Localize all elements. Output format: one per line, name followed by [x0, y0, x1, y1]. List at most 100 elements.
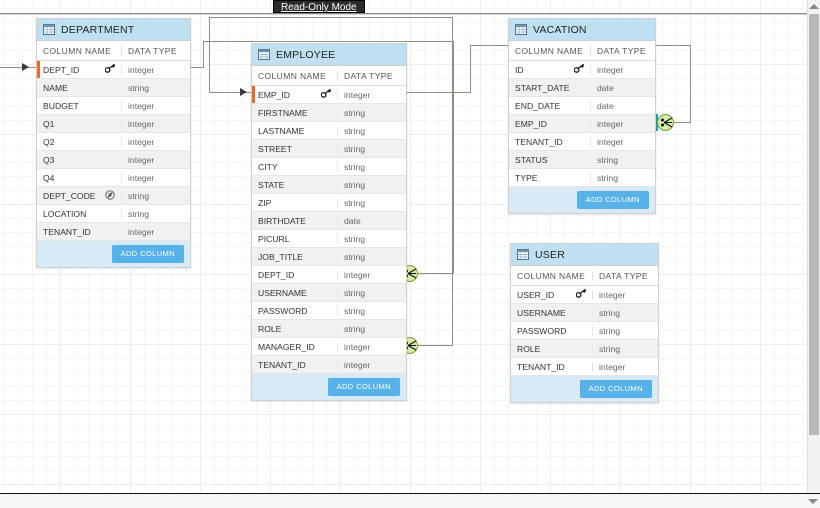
add-column-button[interactable]: ADD COLUMN: [111, 245, 184, 263]
column-name-text: TENANT_ID: [43, 226, 91, 237]
column-type-cell: integer: [592, 361, 658, 372]
column-name-text: STREET: [258, 143, 292, 154]
column-type-cell: string: [337, 233, 406, 244]
table-title-bar[interactable]: DEPARTMENT: [37, 19, 190, 41]
table-column-row[interactable]: STREET string: [252, 140, 406, 158]
column-type-cell: integer: [337, 341, 406, 352]
table-title-bar[interactable]: VACATION: [509, 19, 655, 41]
column-type-cell: string: [337, 143, 406, 154]
column-type-cell: date: [337, 215, 406, 226]
column-name-text: DEPT_ID: [43, 64, 80, 75]
wire-emp-dept-h1: [417, 273, 454, 275]
endpoint-tick-vacation-empid: [655, 114, 658, 131]
wire-emp-dept-h2: [203, 41, 454, 43]
column-name-cell: USER_ID: [511, 288, 592, 300]
column-name-text: USER_ID: [517, 289, 555, 300]
scroll-up-arrow-icon[interactable]: [809, 4, 819, 9]
column-name-cell: ID: [509, 63, 590, 75]
scroll-down-arrow-icon[interactable]: [808, 499, 818, 504]
key-icon: [104, 63, 115, 75]
add-column-button[interactable]: ADD COLUMN: [579, 380, 652, 398]
column-name-cell: USERNAME: [252, 288, 337, 298]
table-grid-icon: [258, 49, 270, 60]
column-name-text: PASSWORD: [517, 325, 567, 336]
column-name-cell: TENANT_ID: [252, 360, 337, 370]
column-type-cell: integer: [121, 226, 190, 237]
column-type-cell: integer: [121, 136, 190, 147]
column-type-cell: string: [337, 125, 406, 136]
column-name-cell: USERNAME: [511, 308, 592, 318]
column-type-cell: integer: [121, 154, 190, 165]
column-name-text: USERNAME: [517, 307, 566, 318]
column-name-text: TYPE: [515, 172, 538, 183]
table-name-label: VACATION: [533, 23, 587, 36]
table-column-row[interactable]: TENANT_ID integer: [37, 223, 190, 241]
arrowhead-employee-empid-mgr: [240, 88, 247, 96]
vertical-scrollbar-thumb[interactable]: [809, 14, 819, 435]
endpoint-crowfoot-vacation-empid[interactable]: [657, 114, 674, 131]
unique-index-icon: [105, 189, 115, 202]
table-title-bar[interactable]: USER: [511, 244, 658, 266]
table-title-bar[interactable]: EMPLOYEE: [252, 44, 406, 66]
column-type-cell: string: [337, 287, 406, 298]
add-column-button[interactable]: ADD COLUMN: [327, 378, 400, 396]
column-name-text: BIRTHDATE: [258, 215, 306, 226]
table-name-label: EMPLOYEE: [276, 48, 336, 61]
vertical-scrollbar[interactable]: [807, 0, 820, 494]
column-type-cell: integer: [337, 359, 406, 370]
column-name-cell: STATE: [252, 180, 337, 190]
add-column-button[interactable]: ADD COLUMN: [576, 191, 649, 209]
column-type-cell: string: [337, 305, 406, 316]
column-name-text: CITY: [258, 161, 278, 172]
column-name-text: ROLE: [258, 323, 282, 334]
canvas-top-rule: [0, 13, 820, 14]
column-name-text: ROLE: [517, 343, 541, 354]
column-type-cell: string: [121, 190, 190, 201]
table-name-label: DEPARTMENT: [61, 23, 135, 36]
horizontal-scrollbar[interactable]: [0, 493, 820, 508]
table-column-row[interactable]: BIRTHDATE date: [252, 212, 406, 230]
column-name-cell: START_DATE: [509, 83, 590, 93]
